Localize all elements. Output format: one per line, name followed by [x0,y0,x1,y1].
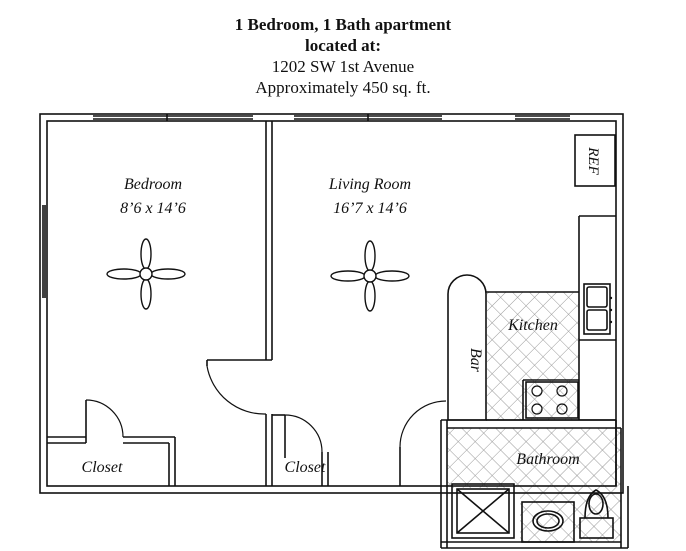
ceiling-fan-icon [330,240,410,312]
title-line-2: located at: [304,36,381,55]
living-room-size: 16’7 x 14’6 [333,200,407,217]
ref-label: REF [585,146,601,175]
stove-burners [531,385,568,415]
title-line-1: 1 Bedroom, 1 Bath apartment [234,15,452,34]
bathroom-label: Bathroom [516,451,579,468]
kitchen-tile [487,292,579,420]
outer-wall-outer [39,113,624,494]
toilet [579,489,614,539]
outer-wall-inner [46,120,617,487]
bedroom-closet-label: Closet [82,459,123,476]
bar-label: Bar [467,348,484,373]
bar-counter [447,274,487,421]
kitchen-sink [583,283,611,335]
bedroom-label: Bedroom [124,176,182,193]
refrigerator [574,134,616,187]
bedroom-size: 8’6 x 14’6 [120,200,186,217]
area: Approximately 450 sq. ft. [255,78,431,97]
kitchen-label: Kitchen [507,317,558,334]
shower [451,483,515,539]
bath-vanity [521,501,575,543]
ceiling-fan-icon [106,238,186,310]
living-closet-label: Closet [285,459,326,476]
bath-tile-top [447,428,621,488]
living-room-label: Living Room [328,176,411,193]
stove [525,381,579,419]
address: 1202 SW 1st Avenue [271,57,415,76]
plan-header: 1 Bedroom, 1 Bath apartment located at: … [0,14,686,98]
